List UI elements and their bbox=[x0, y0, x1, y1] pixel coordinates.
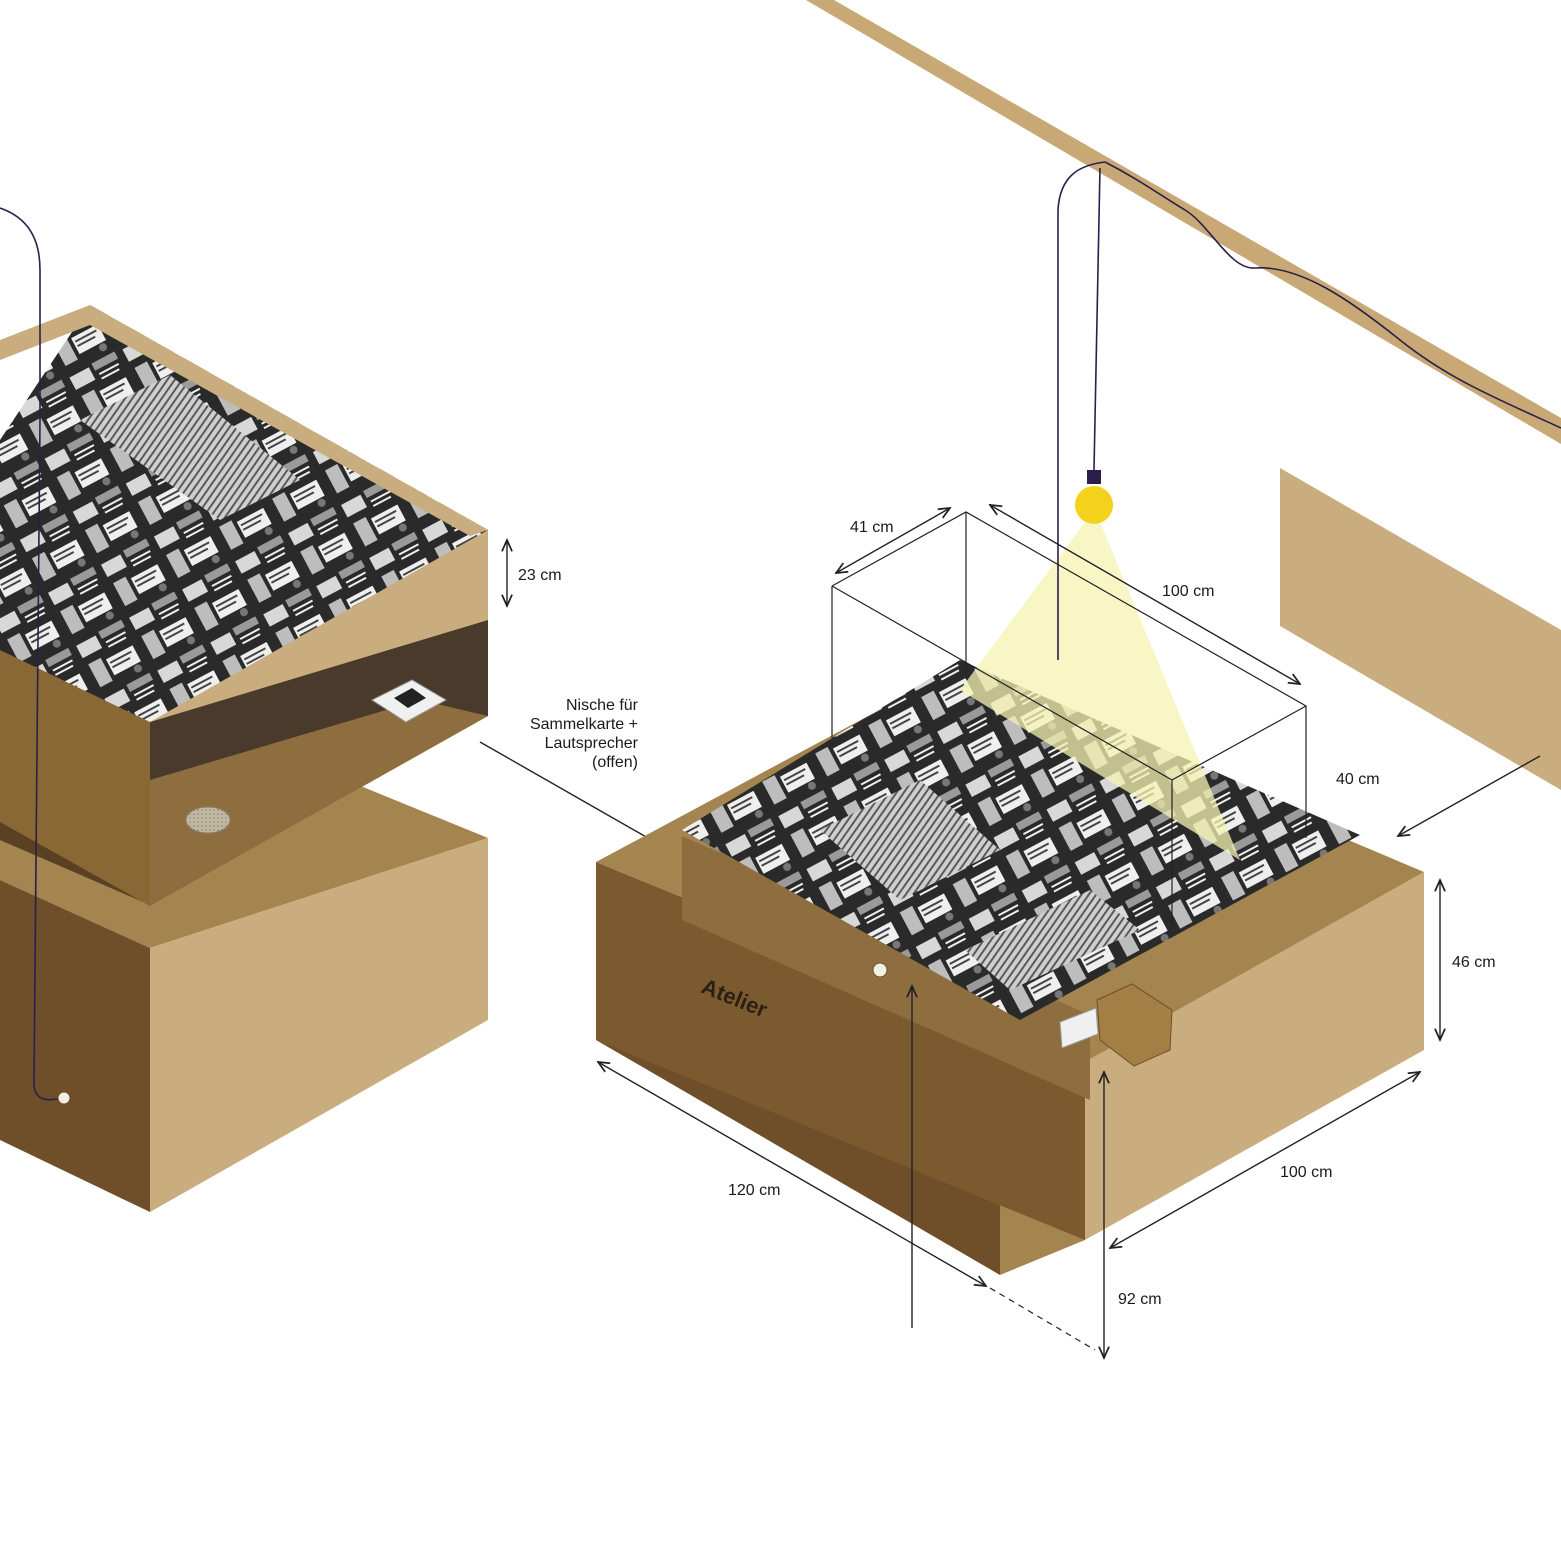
left-lower-side bbox=[150, 838, 488, 1212]
dim-total-height: 92 cm bbox=[1118, 1291, 1162, 1308]
right-photo-detail bbox=[820, 780, 1000, 900]
dim-upper-height: 23 cm bbox=[518, 567, 562, 584]
ceiling-beam bbox=[806, 0, 1561, 444]
dim-vitrine-width: 100 cm bbox=[1162, 583, 1214, 600]
niche-note: Nische für Sammelkarte + Lautsprecher (o… bbox=[530, 697, 639, 771]
left-cable bbox=[0, 207, 63, 1101]
dim-vitrine-depth: 41 cm bbox=[850, 519, 894, 536]
dim-box-height: 46 cm bbox=[1452, 954, 1496, 971]
right-photo-detail-2 bbox=[965, 890, 1140, 990]
niche-note-line-1: Nische für bbox=[566, 697, 639, 714]
light-bulb-icon bbox=[1075, 470, 1113, 524]
collector-card-holder-icon bbox=[1059, 1007, 1099, 1049]
speaker-grille-icon bbox=[185, 806, 231, 834]
right-photo-top bbox=[682, 660, 1360, 1020]
dashed-extension bbox=[989, 1287, 1096, 1351]
dim-box-width: 100 cm bbox=[1280, 1164, 1332, 1181]
lamp-cable bbox=[1057, 161, 1106, 660]
collector-card-icon[interactable] bbox=[370, 679, 448, 723]
niche-note-line-4: (offen) bbox=[592, 754, 638, 771]
right-module: Atelier bbox=[596, 660, 1424, 1275]
left-lower-front bbox=[0, 880, 150, 1212]
cable-socket-icon bbox=[57, 1091, 71, 1105]
niche-note-line-2: Sammelkarte + bbox=[530, 716, 638, 733]
info-label-plate bbox=[1096, 983, 1173, 1067]
dim-wall-offset: 40 cm bbox=[1336, 771, 1380, 788]
left-photo-detail bbox=[80, 375, 300, 520]
left-module bbox=[0, 207, 488, 1212]
bulb-cable bbox=[1093, 167, 1101, 471]
left-cavity-floor bbox=[150, 700, 488, 906]
wall-panel bbox=[1280, 468, 1561, 790]
power-cable bbox=[1104, 161, 1561, 429]
dim-box-length: 120 cm bbox=[728, 1182, 780, 1199]
cable-hole-icon bbox=[872, 962, 888, 978]
niche-note-line-3: Lautsprecher bbox=[545, 735, 639, 752]
left-box-rim bbox=[0, 305, 488, 536]
